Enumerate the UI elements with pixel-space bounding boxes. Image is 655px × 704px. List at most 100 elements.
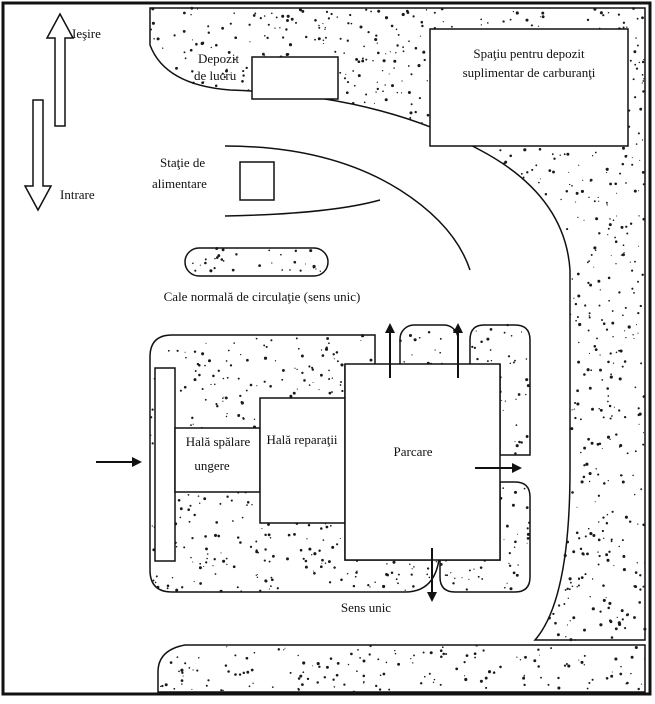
speckle-dot [198, 566, 202, 570]
speckle-dot [636, 562, 638, 564]
speckle-dot [382, 584, 386, 589]
speckle-dot [192, 561, 194, 563]
speckle-dot [422, 50, 426, 54]
speckle-dot [201, 387, 204, 391]
speckle-dot [618, 545, 620, 548]
speckle-dot [614, 236, 616, 239]
speckle-dot [528, 521, 531, 524]
speckle-dot [212, 565, 214, 567]
speckle-dot [246, 358, 249, 362]
speckle-dot [339, 37, 342, 40]
speckle-dot [502, 409, 504, 411]
speckle-dot [641, 74, 644, 76]
speckle-dot [333, 686, 336, 688]
speckle-dot [180, 679, 184, 682]
speckle-dot [207, 679, 210, 682]
speckle-dot [400, 92, 403, 94]
speckle-dot [397, 582, 399, 585]
speckle-dot [257, 551, 259, 554]
entry-label: Intrare [60, 187, 95, 202]
speckle-dot [578, 164, 580, 166]
speckle-dot [634, 571, 638, 574]
speckle-dot [173, 687, 176, 690]
speckle-dot [611, 321, 615, 325]
speckle-dot [215, 403, 218, 406]
extra-fuel-depot-box [429, 28, 629, 147]
speckle-dot [222, 260, 225, 262]
speckle-dot [633, 585, 635, 587]
speckle-dot [369, 358, 373, 362]
speckle-dot [254, 12, 257, 15]
speckle-dot [318, 549, 321, 553]
wash-hall-box [174, 427, 261, 493]
speckle-dot [394, 652, 397, 655]
speckle-dot [268, 249, 271, 252]
speckle-dot [276, 587, 279, 590]
speckle-dot [336, 543, 339, 546]
road-curve-lower [224, 199, 381, 217]
speckle-dot [520, 172, 523, 175]
speckle-dot [642, 90, 645, 93]
speckle-dot [198, 373, 201, 377]
speckle-dot [591, 578, 594, 580]
speckle-dot [226, 376, 229, 379]
speckle-dot [618, 291, 621, 294]
speckle-dot [271, 262, 273, 264]
speckle-dot [565, 636, 567, 638]
speckle-dot [322, 39, 325, 42]
speckle-dot [318, 24, 320, 27]
speckle-dot [541, 11, 545, 15]
speckle-dot [635, 67, 639, 70]
speckle-dot [446, 574, 449, 577]
speckle-dot [506, 582, 508, 584]
speckle-dot [625, 683, 627, 685]
speckle-dot [332, 353, 335, 356]
speckle-dot [414, 110, 417, 114]
speckle-dot [626, 452, 629, 455]
speckle-dot [539, 178, 541, 180]
speckle-dot [442, 652, 445, 656]
speckle-dot [323, 676, 327, 679]
speckle-dot [588, 316, 591, 319]
speckle-dot [442, 21, 445, 23]
speckle-dot [614, 240, 618, 243]
speckle-dot [500, 399, 502, 402]
speckle-dot [365, 93, 368, 96]
speckle-dot [259, 589, 262, 592]
speckle-dot [319, 270, 321, 272]
speckle-dot [591, 407, 594, 411]
speckle-dot [280, 253, 282, 256]
speckle-dot [252, 682, 254, 684]
extra-fuel-label-2: suplimentar de carburanţi [463, 65, 596, 80]
speckle-dot [607, 479, 609, 482]
speckle-dot [463, 661, 466, 664]
speckle-dot [589, 596, 591, 598]
speckle-dot [638, 423, 640, 425]
speckle-dot [583, 628, 586, 632]
speckle-dot [550, 647, 553, 650]
speckle-dot [205, 561, 208, 564]
speckle-dot [586, 261, 589, 264]
speckle-dot [610, 674, 614, 678]
speckle-dot [270, 576, 273, 579]
speckle-dot [405, 9, 409, 13]
speckle-dot [509, 587, 513, 591]
speckle-dot [190, 13, 192, 16]
speckle-dot [151, 7, 155, 11]
speckle-dot [201, 81, 204, 85]
speckle-dot [609, 417, 612, 420]
speckle-dot [214, 257, 216, 260]
speckle-dot [216, 404, 219, 408]
speckle-dot [618, 446, 621, 448]
speckle-dot [540, 676, 542, 679]
speckle-dot [597, 279, 601, 283]
speckle-dot [643, 78, 645, 80]
speckle-dot [235, 253, 238, 256]
speckle-dot [263, 380, 266, 383]
speckle-dot [351, 101, 355, 105]
speckle-dot [212, 374, 215, 378]
speckle-dot [311, 368, 315, 371]
speckle-dot [621, 474, 623, 476]
speckle-dot [346, 81, 350, 84]
